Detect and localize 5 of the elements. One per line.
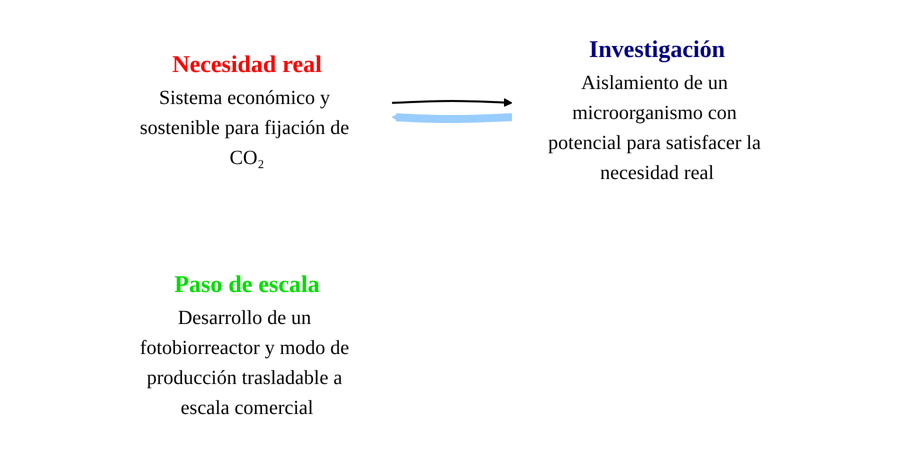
node-text: Paso de escala Desarrollo de un fotobiorreactor y modo de producción trasladable a escala comercial (139, 272, 349, 419)
node-text: Investigación Aislamiento de un microorganismo con potencial para satisfacer la necesidad real (548, 37, 760, 184)
arrow (391, 98, 512, 107)
arrow (391, 113, 512, 124)
node-text: Necesidad real Sistema económico y sostenible para fijación de CO₂ (139, 52, 349, 169)
